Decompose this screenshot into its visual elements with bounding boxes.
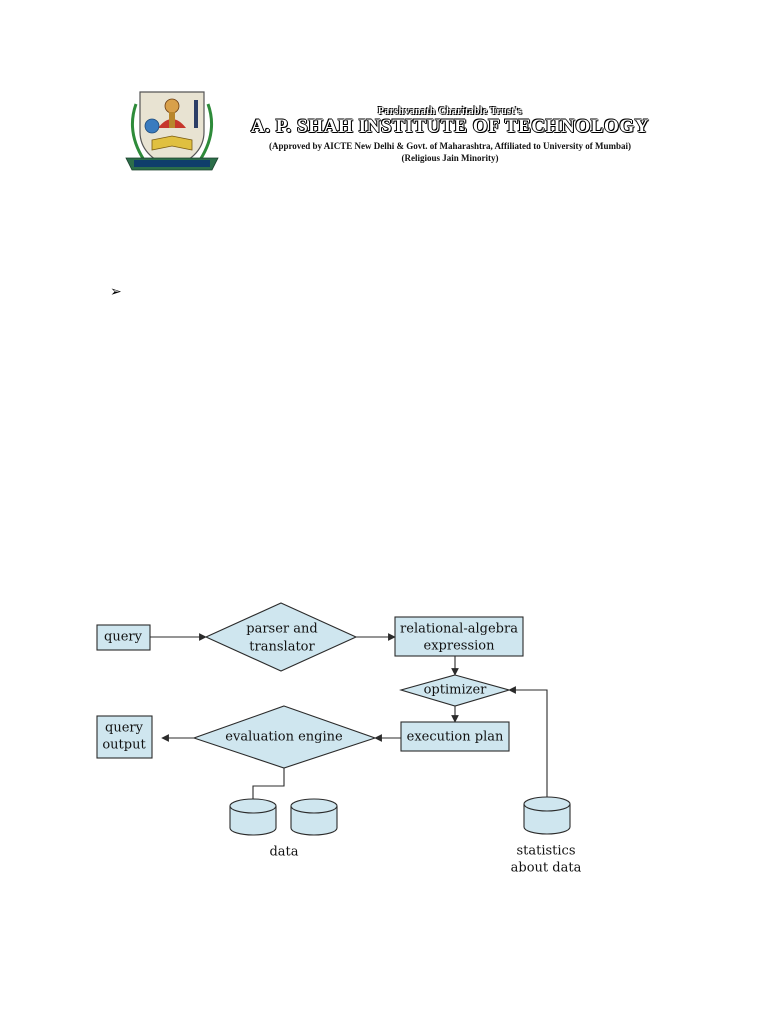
edge-statistics-to-optimizer bbox=[508, 686, 548, 797]
output-label-line1: query bbox=[105, 721, 144, 736]
execution-plan-node bbox=[400, 721, 510, 752]
approval-line: (Approved by AICTE New Delhi & Govt. of … bbox=[268, 141, 632, 151]
parser-translator-node bbox=[204, 602, 358, 672]
institute-name: A. P. SHAH INSTITUTE OF TECHNOLOGY bbox=[250, 116, 650, 137]
data-cylinder-2 bbox=[290, 798, 338, 836]
relalg-label-line1: relational-algebra bbox=[400, 622, 518, 637]
statistics-caption-line1: statistics bbox=[516, 844, 575, 859]
parser-label-line2: translator bbox=[249, 640, 315, 655]
data-caption: data bbox=[269, 845, 298, 860]
query-node-label: query bbox=[104, 630, 143, 645]
statistics-caption-line2: about data bbox=[511, 861, 582, 876]
optimizer-label: optimizer bbox=[424, 683, 488, 698]
relalg-label-line2: expression bbox=[424, 639, 496, 654]
bullet-arrow-icon: ➢ bbox=[110, 284, 122, 300]
data-cylinder-1 bbox=[229, 798, 277, 836]
parser-label-line1: parser and bbox=[246, 622, 317, 637]
query-output-node bbox=[96, 715, 153, 759]
trust-name: Parshvanath Charitable Trust's bbox=[377, 106, 523, 117]
output-label-line2: output bbox=[102, 738, 146, 753]
edge-engine-to-data bbox=[252, 768, 285, 800]
evaluation-engine-label: evaluation engine bbox=[225, 730, 343, 745]
query-node bbox=[96, 624, 151, 651]
letterhead: Parshvanath Charitable Trust's A. P. SHA… bbox=[0, 0, 768, 190]
statistics-cylinder bbox=[523, 796, 571, 835]
minority-line: (Religious Jain Minority) bbox=[401, 153, 499, 163]
execution-plan-label: execution plan bbox=[407, 730, 504, 745]
institute-logo bbox=[125, 91, 219, 171]
evaluation-engine-node bbox=[192, 705, 377, 769]
relational-algebra-node bbox=[394, 616, 524, 657]
optimizer-node bbox=[399, 674, 511, 707]
